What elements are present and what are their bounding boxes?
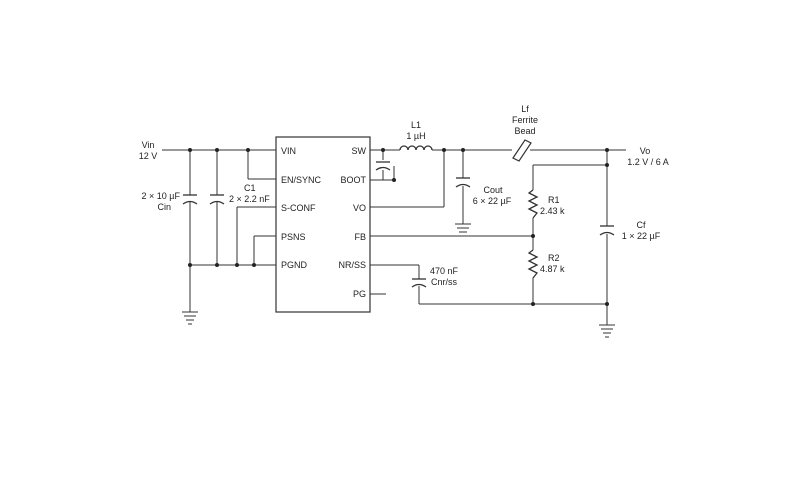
junction-dot	[531, 234, 535, 238]
pin-vo: VO	[353, 203, 366, 213]
junction-dot	[188, 263, 192, 267]
cnr-capacitor	[411, 278, 427, 288]
c1-capacitor	[209, 194, 225, 205]
lf-name: Lf	[521, 104, 529, 114]
pin-en-sync: EN/SYNC	[281, 175, 322, 185]
pin-pgnd: PGND	[281, 260, 308, 270]
vo-label: Vo	[640, 146, 651, 156]
cnr-value: 470 nF	[430, 266, 459, 276]
output-wiring	[370, 149, 626, 325]
junction-dot	[392, 178, 396, 182]
l1-name: L1	[411, 120, 421, 130]
lf-ferrite: Ferrite	[512, 115, 538, 125]
cout-name: Cout	[483, 185, 503, 195]
pin-nr-ss: NR/SS	[338, 260, 366, 270]
cout-value: 6 × 22 µF	[473, 196, 512, 206]
ic-body	[275, 136, 371, 313]
cnr-name: Cnr/ss	[431, 277, 458, 287]
pin-psns: PSNS	[281, 232, 306, 242]
pin-pg: PG	[353, 289, 366, 299]
cout-ground-symbol	[455, 223, 471, 237]
r1-resistor	[527, 189, 539, 219]
junction-dot	[531, 302, 535, 306]
junction-dot	[461, 148, 465, 152]
pin-fb: FB	[354, 232, 366, 242]
output-ground-symbol	[599, 324, 615, 338]
junction-dot	[246, 148, 250, 152]
junction-dot	[235, 263, 239, 267]
boot-capacitor	[375, 161, 391, 171]
pin-s-conf: S-CONF	[281, 203, 316, 213]
cf-capacitor	[599, 225, 615, 236]
junction-dot	[381, 148, 385, 152]
cout-capacitor	[455, 177, 471, 188]
c1-value: 2 × 2.2 nF	[229, 194, 270, 204]
cf-name: Cf	[637, 220, 646, 230]
junction-dot	[215, 148, 219, 152]
c1-name: C1	[244, 183, 256, 193]
cin-capacitor	[182, 194, 198, 205]
input-wiring	[162, 149, 276, 312]
input-ground-symbol	[182, 311, 198, 325]
r2-resistor	[527, 249, 539, 279]
r1-name: R1	[548, 195, 560, 205]
r2-value: 4.87 k	[540, 264, 565, 274]
ferrite-bead	[512, 139, 532, 162]
cin-name: Cin	[157, 202, 171, 212]
vo-voltage: 1.2 V / 6 A	[627, 157, 669, 167]
r1-value: 2.43 k	[540, 206, 565, 216]
pin-boot: BOOT	[340, 175, 366, 185]
junction-dot	[188, 148, 192, 152]
junction-dot	[442, 148, 446, 152]
lf-bead: Bead	[514, 126, 535, 136]
l1-inductor	[399, 145, 433, 151]
cin-value: 2 × 10 µF	[142, 191, 181, 201]
pin-sw: SW	[352, 146, 367, 156]
junction-dot	[605, 148, 609, 152]
r2-name: R2	[548, 253, 560, 263]
junction-dot	[605, 163, 609, 167]
vin-voltage: 12 V	[139, 151, 158, 161]
junction-dot	[252, 263, 256, 267]
vin-label: Vin	[142, 140, 155, 150]
junction-dot	[215, 263, 219, 267]
l1-value: 1 µH	[406, 131, 425, 141]
junction-dot	[605, 302, 609, 306]
pin-vin: VIN	[281, 146, 296, 156]
cf-value: 1 × 22 µF	[622, 231, 661, 241]
